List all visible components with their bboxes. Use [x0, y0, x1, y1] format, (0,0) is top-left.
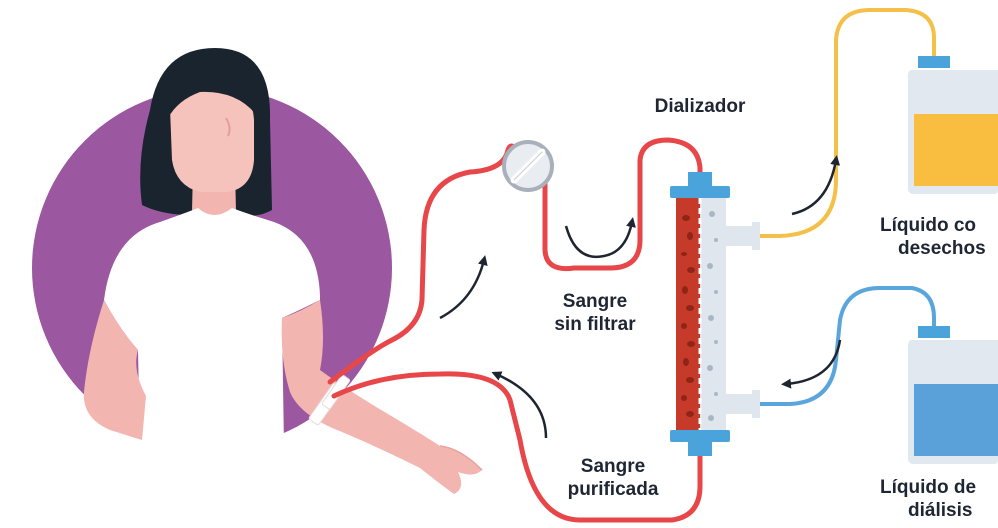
purified-blood-label: Sangre purificada — [548, 455, 678, 501]
patient-figure — [32, 48, 482, 494]
pump-icon — [504, 142, 552, 190]
dialyzer-label: Dializador — [640, 95, 760, 118]
dialysis-fluid-label: Líquido de diálisis — [880, 476, 998, 522]
dialysate-container-icon — [908, 326, 998, 464]
waste-fluid-tube — [758, 10, 934, 236]
waste-fluid-label: Líquido co desechos — [880, 214, 998, 260]
unfiltered-blood-label: Sangre sin filtrar — [535, 290, 655, 336]
waste-container-icon — [908, 56, 998, 194]
dialysate-tube — [758, 288, 934, 404]
dialyzer-icon — [670, 172, 760, 456]
